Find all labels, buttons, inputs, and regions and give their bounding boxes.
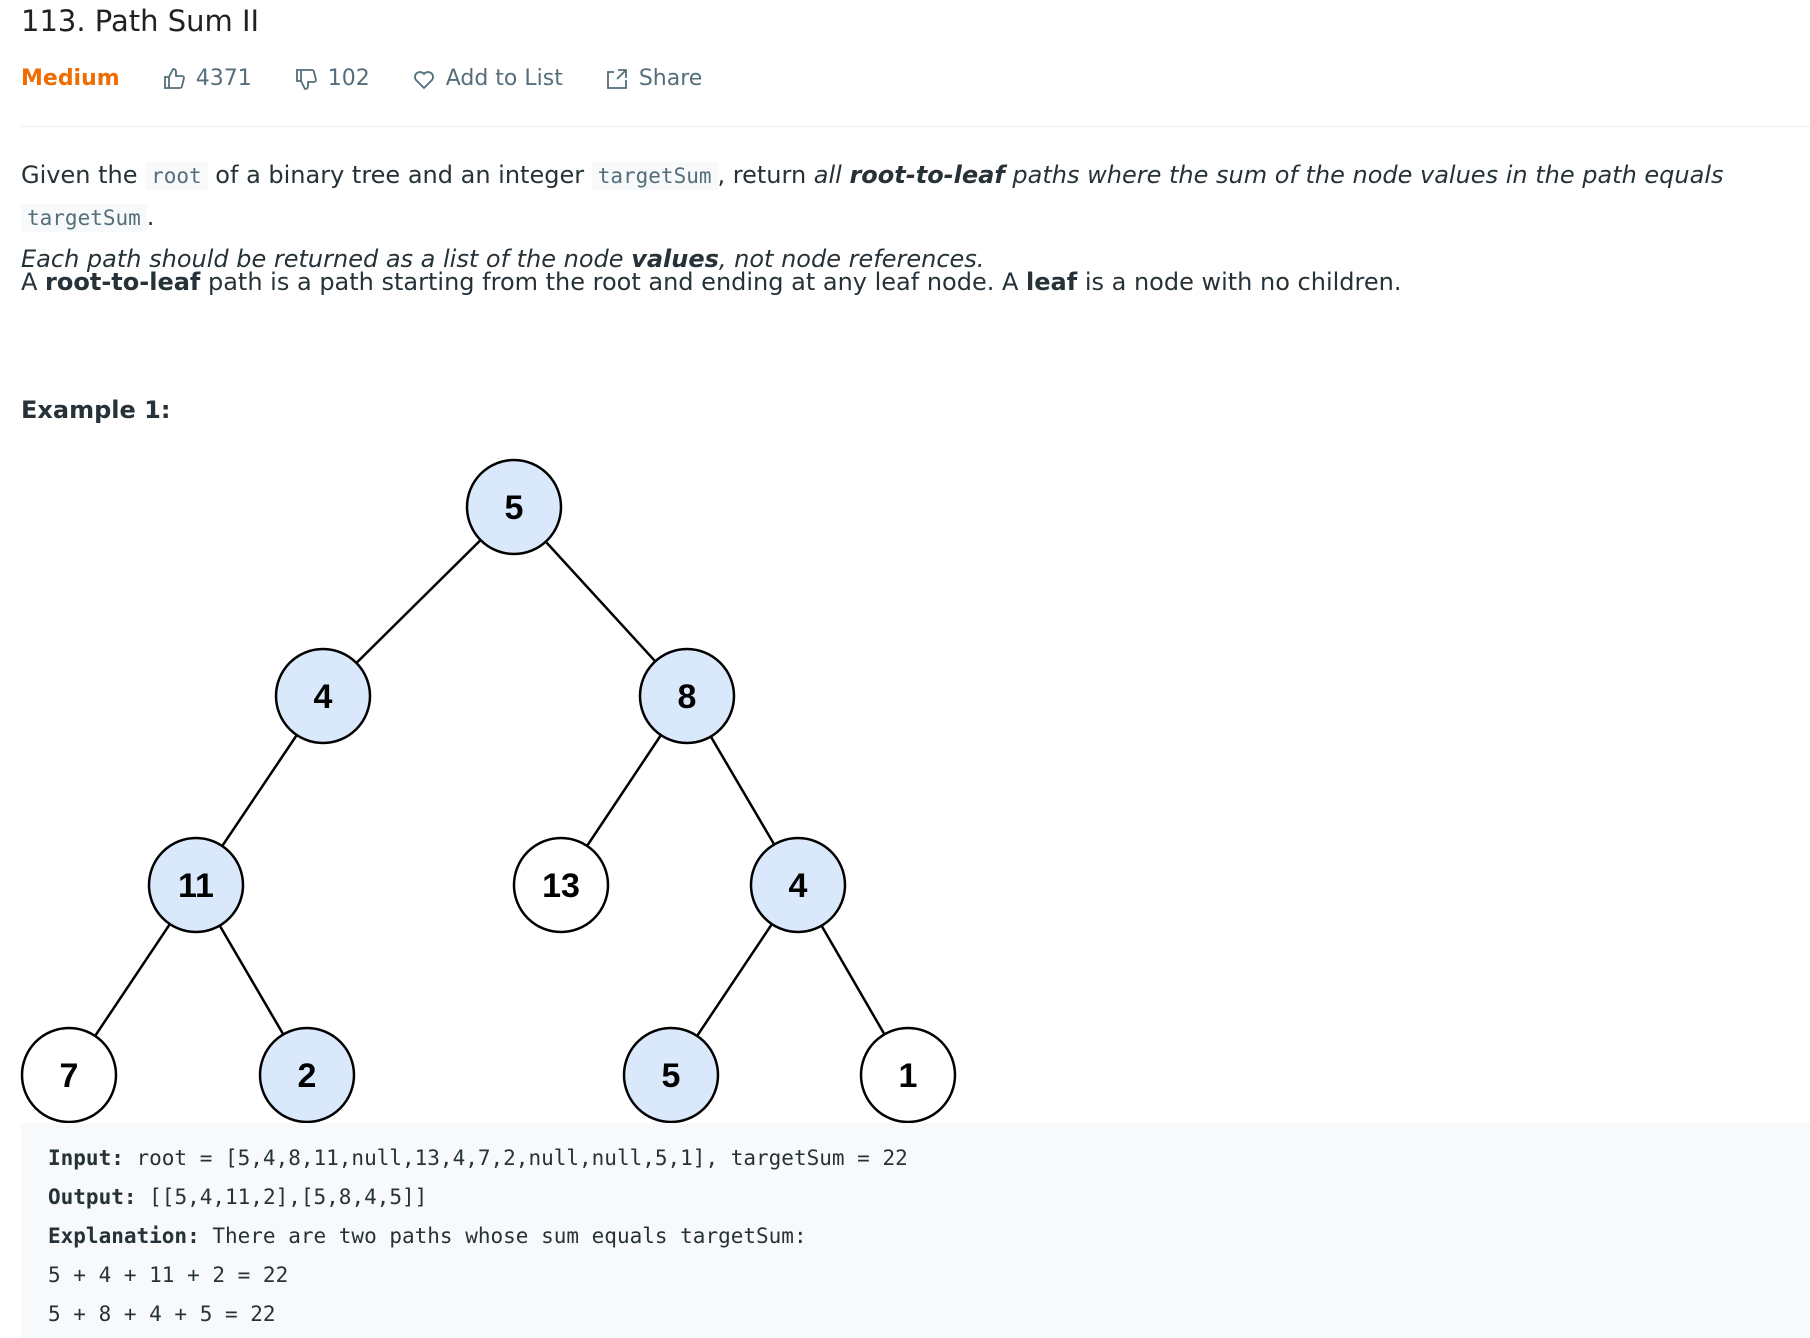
tree-node: 11 bbox=[147, 836, 245, 934]
tree-node: 4 bbox=[274, 647, 372, 745]
binary-tree-diagram: 5 4 8 11 13 4 7 2 5 1 bbox=[20, 458, 957, 1124]
sum-line-1: 5 + 4 + 11 + 2 = 22 bbox=[48, 1263, 289, 1287]
svg-text:8: 8 bbox=[678, 678, 697, 716]
tree-node: 1 bbox=[859, 1026, 957, 1124]
divider bbox=[21, 126, 1810, 127]
svg-text:11: 11 bbox=[178, 867, 214, 905]
dislike-count: 102 bbox=[327, 66, 370, 91]
example-title: Example 1: bbox=[21, 396, 171, 424]
description-paragraph-1: Given the root of a binary tree and an i… bbox=[21, 161, 1724, 273]
thumbs-down-icon bbox=[295, 68, 317, 90]
like-button[interactable]: 4371 bbox=[162, 66, 252, 91]
explanation-line: Explanation: There are two paths whose s… bbox=[48, 1224, 807, 1248]
tree-node: 7 bbox=[20, 1026, 118, 1124]
code-targetsum: targetSum bbox=[21, 204, 147, 232]
input-line: Input: root = [5,4,8,11,null,13,4,7,2,nu… bbox=[48, 1146, 908, 1170]
heart-icon bbox=[413, 70, 434, 89]
tree-node: 5 bbox=[622, 1026, 720, 1124]
output-line: Output: [[5,4,11,2],[5,8,4,5]] bbox=[48, 1185, 428, 1209]
add-to-list-label: Add to List bbox=[445, 66, 563, 91]
description-paragraph-2: A root-to-leaf path is a path starting f… bbox=[21, 268, 1402, 296]
svg-text:5: 5 bbox=[505, 489, 524, 527]
svg-text:1: 1 bbox=[899, 1057, 918, 1095]
example-code-block: Input: root = [5,4,8,11,null,13,4,7,2,nu… bbox=[21, 1123, 1810, 1338]
sum-line-2: 5 + 8 + 4 + 5 = 22 bbox=[48, 1302, 276, 1326]
problem-title: 113. Path Sum II bbox=[21, 4, 260, 38]
difficulty-badge: Medium bbox=[21, 66, 120, 91]
share-icon bbox=[606, 68, 627, 89]
svg-text:4: 4 bbox=[314, 678, 333, 716]
svg-text:13: 13 bbox=[542, 867, 580, 905]
svg-text:5: 5 bbox=[662, 1057, 681, 1095]
thumbs-up-icon bbox=[163, 67, 185, 89]
svg-text:4: 4 bbox=[789, 867, 808, 905]
share-button[interactable]: Share bbox=[605, 66, 703, 91]
dislike-button[interactable]: 102 bbox=[294, 66, 370, 91]
code-root: root bbox=[145, 162, 208, 190]
add-to-list-button[interactable]: Add to List bbox=[412, 66, 563, 91]
tree-node: 5 bbox=[465, 458, 563, 556]
tree-node: 4 bbox=[749, 836, 847, 934]
tree-node: 8 bbox=[638, 647, 736, 745]
svg-text:2: 2 bbox=[298, 1057, 317, 1095]
problem-meta-bar: Medium 4371 102 Add to List Share bbox=[21, 66, 744, 91]
share-label: Share bbox=[638, 66, 703, 91]
svg-text:7: 7 bbox=[60, 1057, 79, 1095]
like-count: 4371 bbox=[195, 66, 252, 91]
code-targetsum: targetSum bbox=[591, 162, 718, 190]
tree-node: 13 bbox=[512, 836, 610, 934]
tree-node: 2 bbox=[258, 1026, 356, 1124]
